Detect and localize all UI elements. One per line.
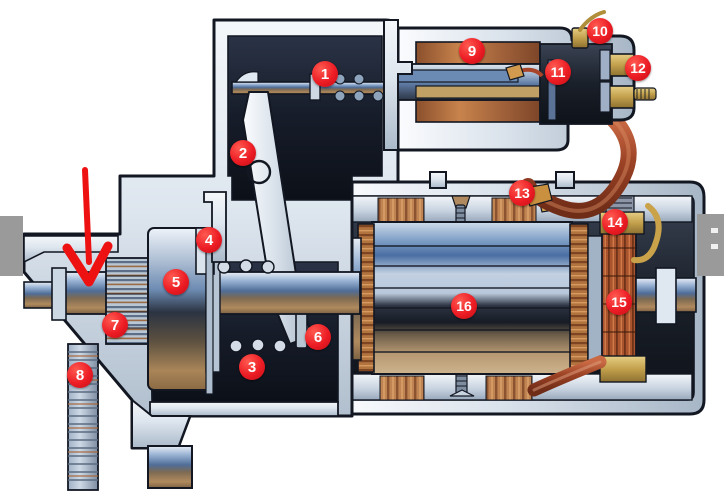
callout-badge-8[interactable]: 8 [67,362,93,388]
callout-badge-15[interactable]: 15 [606,289,632,315]
callout-badge-13[interactable]: 13 [509,180,535,206]
callout-badge-16[interactable]: 16 [451,293,477,319]
left-edge-tab [0,216,23,276]
callout-badge-5[interactable]: 5 [163,269,189,295]
clutch-roller-balls [217,259,287,353]
callout-badge-14[interactable]: 14 [602,209,628,235]
field-frame-flange [429,171,575,189]
lower-brush-lead [527,355,647,397]
mounting-foot [131,397,193,489]
callout-badge-9[interactable]: 9 [459,38,485,64]
callout-badge-7[interactable]: 7 [102,312,128,338]
callout-badge-11[interactable]: 11 [545,59,571,85]
callout-badge-10[interactable]: 10 [587,18,613,44]
callout-badge-4[interactable]: 4 [196,227,222,253]
callout-badge-1[interactable]: 1 [312,61,338,87]
right-edge-tab [697,214,724,276]
callout-badge-2[interactable]: 2 [230,140,256,166]
callout-badge-3[interactable]: 3 [239,354,265,380]
red-pointer-arrow [62,167,113,287]
callout-badge-12[interactable]: 12 [625,55,651,81]
plunger-rod-assembly [231,71,413,102]
housing-ribs [149,191,339,417]
callout-badge-6[interactable]: 6 [305,324,331,350]
nose-flange [383,19,413,151]
